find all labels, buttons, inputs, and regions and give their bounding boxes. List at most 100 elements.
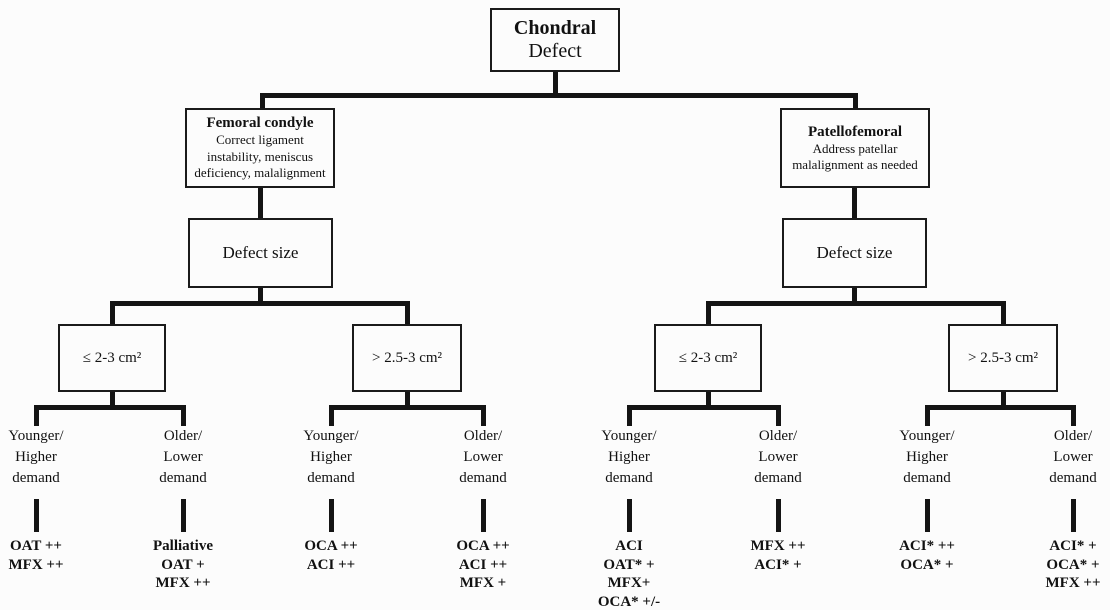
tree-connector [1001,301,1006,324]
tree-connector [1071,499,1076,532]
text-line: demand [307,470,355,486]
root-subtitle: Defect [528,40,582,62]
branch-patellofemoral: Patellofemoral Address patellar malalign… [780,108,930,188]
text-line: Older/ [463,428,503,444]
text-line: ACI [615,538,643,554]
text-line: ACI ++ [306,556,356,573]
treatment-list: ACI* + OCA* + MFX ++ [1013,537,1110,593]
demand-label: Older/Lower demand [128,426,238,489]
branch-title: Femoral condyle [206,115,314,132]
text-line: Younger/ [601,428,657,444]
demand-label: Younger/Higher demand [0,426,91,489]
text-line: demand [12,470,60,486]
text-line: OCA ++ [304,538,358,554]
defect-size-label: Defect size [222,243,299,262]
treatment-list: OCA ++ ACI ++ [271,537,391,574]
text-line: Lower [463,449,503,465]
tree-connector [627,405,632,426]
tree-connector [852,288,857,306]
tree-connector [706,301,711,324]
root-node-chondral-defect: Chondral Defect [490,8,620,72]
tree-connector [110,301,410,306]
demand-label: Older/Lower demand [428,426,538,489]
text-line: MFX ++ [750,538,806,554]
text-line: Higher [906,449,948,465]
text-line: MFX ++ [1045,575,1101,591]
tree-connector [481,499,486,532]
treatment-list: ACI* ++ OCA* + [867,537,987,574]
text-line: OCA* + [900,556,954,573]
treatment-list: OAT ++MFX ++ [0,537,96,574]
text-line: demand [459,470,507,486]
tree-connector [1001,392,1006,410]
text-line: demand [903,470,951,486]
text-line: Lower [163,449,203,465]
tree-connector [627,499,632,532]
size-criterion-patellofemoral-small: ≤ 2-3 cm² [654,324,762,392]
size-criterion-patellofemoral-large: > 2.5-3 cm² [948,324,1058,392]
tree-connector [1071,405,1076,426]
branch-title: Patellofemoral [807,123,903,140]
tree-connector [853,93,858,108]
tree-connector [776,405,781,426]
tree-connector [181,405,186,426]
tree-connector [925,499,930,532]
text-line: ACI* + [1049,538,1097,554]
size-criterion-femoral-small: ≤ 2-3 cm² [58,324,166,392]
branch-femoral-condyle: Femoral condyle Correct ligament instabi… [185,108,335,188]
tree-connector [481,405,486,426]
tree-connector [405,301,410,324]
text-line: MFX+ [607,575,651,591]
text-line: demand [1049,470,1097,486]
tree-connector [925,405,930,426]
text-line: Palliative [153,538,213,554]
text-line: MFX ++ [155,575,211,591]
branch-note: Address patellar malalignment as needed [792,140,918,173]
text-line: OCA* + [1046,556,1100,573]
tree-connector [34,405,39,426]
defect-size-node-patellofemoral: Defect size [782,218,927,288]
text-line: Older/ [163,428,203,444]
size-criterion-label: ≤ 2-3 cm² [82,349,142,366]
text-line: ACI ++ [458,556,508,573]
treatment-list: MFX ++ ACI* + [718,537,838,574]
text-line: Older/ [758,428,798,444]
text-line: Lower [1053,449,1093,465]
defect-size-label: Defect size [816,243,893,262]
tree-connector [258,288,263,306]
text-line: demand [605,470,653,486]
treatment-list: OCA ++ ACI ++ MFX + [423,537,543,593]
tree-connector [553,72,558,95]
demand-label: Younger/Higher demand [574,426,684,489]
root-title: Chondral [513,17,597,39]
tree-connector [329,405,486,410]
text-line: MFX + [459,575,507,591]
tree-connector [627,405,781,410]
text-line: Higher [15,449,57,465]
text-line: OAT* + [603,556,655,573]
tree-connector [852,188,857,218]
text-line: OCA ++ [456,538,510,554]
text-line: Higher [608,449,650,465]
text-line: Younger/ [8,428,64,444]
size-criterion-femoral-large: > 2.5-3 cm² [352,324,462,392]
text-line: ACI* ++ [899,538,955,554]
tree-connector [260,93,858,98]
size-criterion-label: > 2.5-3 cm² [371,349,443,366]
text-line: ACI* + [754,556,802,573]
text-line: OAT ++ [10,538,62,554]
tree-connector [405,392,410,410]
tree-connector [110,392,115,410]
tree-connector [181,499,186,532]
tree-connector [925,405,1076,410]
tree-connector [34,405,186,410]
text-line: demand [159,470,207,486]
tree-connector [110,301,115,324]
text-line: Younger/ [303,428,359,444]
